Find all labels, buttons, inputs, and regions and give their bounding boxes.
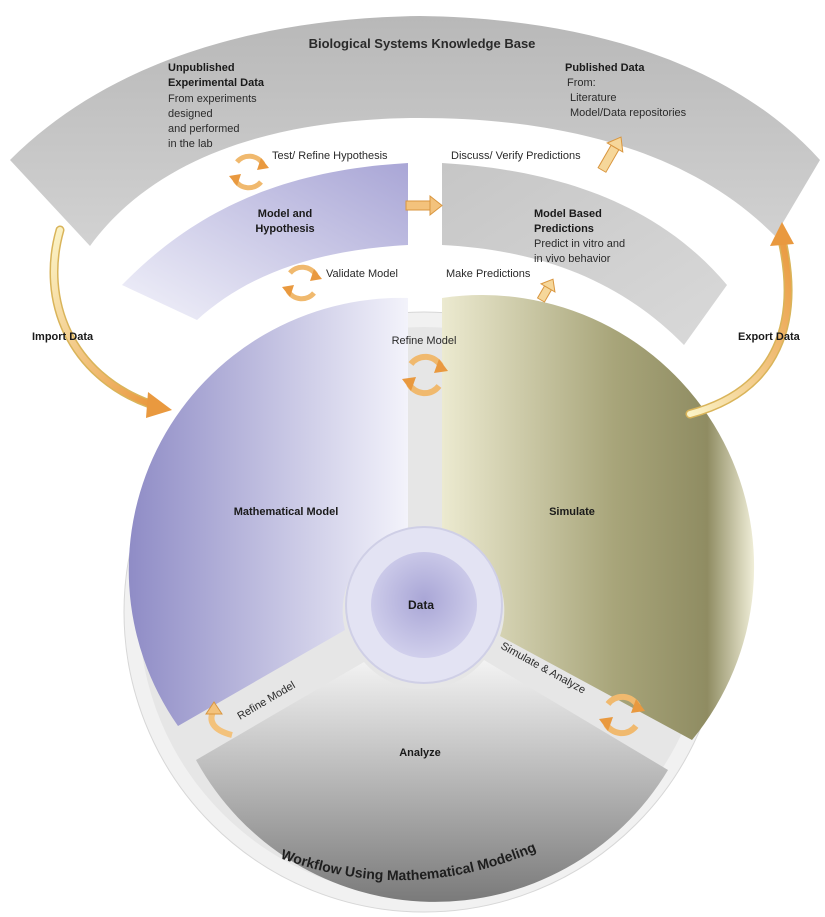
published-heading: Published Data [565, 62, 645, 74]
refine-model-top-label: Refine Model [392, 335, 457, 347]
unpublished-line: and performed [168, 123, 240, 135]
knowledge-base-title: Biological Systems Knowledge Base [309, 36, 536, 51]
data-hub [371, 552, 477, 658]
model-hypothesis-label: Model and [258, 208, 312, 220]
import-data-arrowhead [146, 392, 172, 418]
predictions-line: in vivo behavior [534, 253, 611, 265]
cycle-icon [229, 153, 269, 191]
mathematical-model-label: Mathematical Model [234, 506, 339, 518]
test-refine-label: Test/ Refine Hypothesis [272, 150, 388, 162]
discuss-verify-label: Discuss/ Verify Predictions [451, 150, 581, 162]
make-predictions-arrow [536, 278, 556, 303]
cycle-icon [599, 693, 645, 737]
export-data-arrow [687, 237, 791, 417]
import-data-label: Import Data [32, 331, 94, 343]
predictions-heading: Predictions [534, 223, 594, 235]
refine-model-bottom-arrow [205, 701, 233, 738]
predictions-line: Predict in vitro and [534, 238, 625, 250]
model-hypothesis-label: Hypothesis [255, 223, 314, 235]
unpublished-heading-1: Unpublished [168, 62, 235, 74]
unpublished-line: designed [168, 108, 213, 120]
hypothesis-to-predictions-arrow [405, 194, 443, 217]
cycle-icon [402, 353, 448, 397]
validate-model-label: Validate Model [326, 268, 398, 280]
published-line: Model/Data repositories [570, 107, 687, 119]
simulate-label: Simulate [549, 506, 595, 518]
data-label: Data [408, 598, 434, 612]
model-predictions-band [442, 163, 727, 345]
knowledge-base-band [10, 16, 820, 246]
make-predictions-label: Make Predictions [446, 268, 531, 280]
export-data-arrowhead [770, 222, 794, 246]
unpublished-line: in the lab [168, 138, 213, 150]
published-line: From: [567, 77, 596, 89]
unpublished-line: From experiments [168, 93, 257, 105]
export-data-label: Export Data [738, 331, 801, 343]
published-line: Literature [570, 92, 616, 104]
discuss-verify-arrow [597, 136, 624, 173]
unpublished-heading-2: Experimental Data [168, 77, 265, 89]
predictions-heading: Model Based [534, 208, 602, 220]
cycle-icon [282, 264, 322, 302]
mathematical-model-segment [128, 297, 409, 726]
simulate-segment [442, 295, 755, 740]
analyze-label: Analyze [399, 747, 441, 759]
model-hypothesis-band [122, 163, 408, 320]
import-data-arrow [51, 227, 153, 407]
analyze-segment [196, 660, 668, 902]
